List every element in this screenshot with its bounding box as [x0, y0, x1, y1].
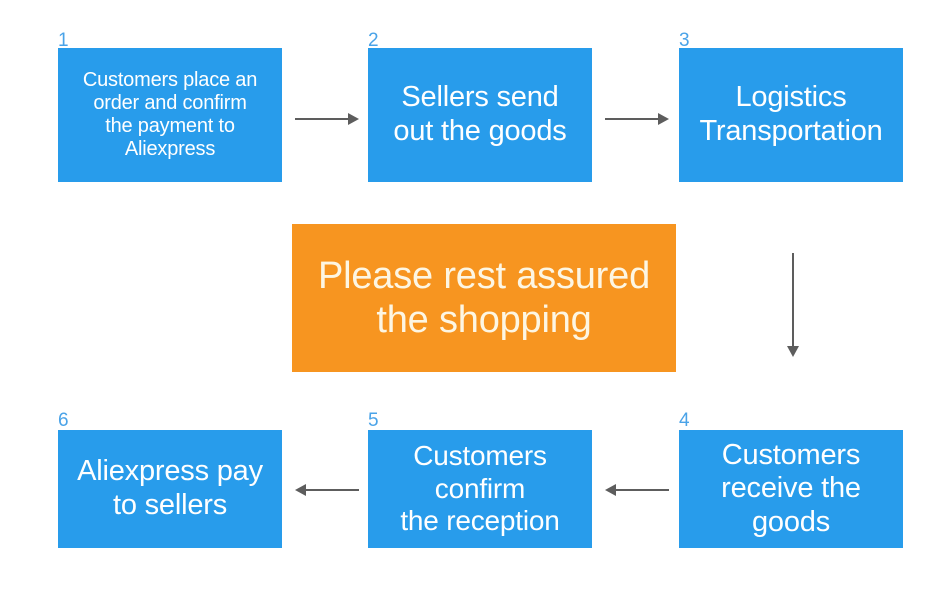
arrow-step5-to-step6 — [295, 484, 359, 496]
arrow-step3-to-step4 — [787, 253, 799, 359]
arrow-step2-to-step3 — [605, 113, 669, 125]
flow-node-step-4[interactable]: Customers receive the goods — [679, 430, 903, 548]
flow-node-step-6[interactable]: Aliexpress pay to sellers — [58, 430, 282, 548]
arrow-step4-to-step5 — [605, 484, 669, 496]
flow-node-highlight-message[interactable]: Please rest assured the shopping — [292, 224, 676, 372]
flow-node-step-2[interactable]: Sellers send out the goods — [368, 48, 592, 182]
step-number-4: 4 — [679, 410, 690, 431]
flow-node-step-3[interactable]: Logistics Transportation — [679, 48, 903, 182]
flow-node-step-1[interactable]: Customers place an order and confirm the… — [58, 48, 282, 182]
step-number-3: 3 — [679, 30, 690, 51]
flow-node-step-5[interactable]: Customers confirm the reception — [368, 430, 592, 548]
arrow-step1-to-step2 — [295, 113, 359, 125]
step-number-1: 1 — [58, 30, 69, 51]
step-number-5: 5 — [368, 410, 379, 431]
step-number-2: 2 — [368, 30, 379, 51]
step-number-6: 6 — [58, 410, 69, 431]
